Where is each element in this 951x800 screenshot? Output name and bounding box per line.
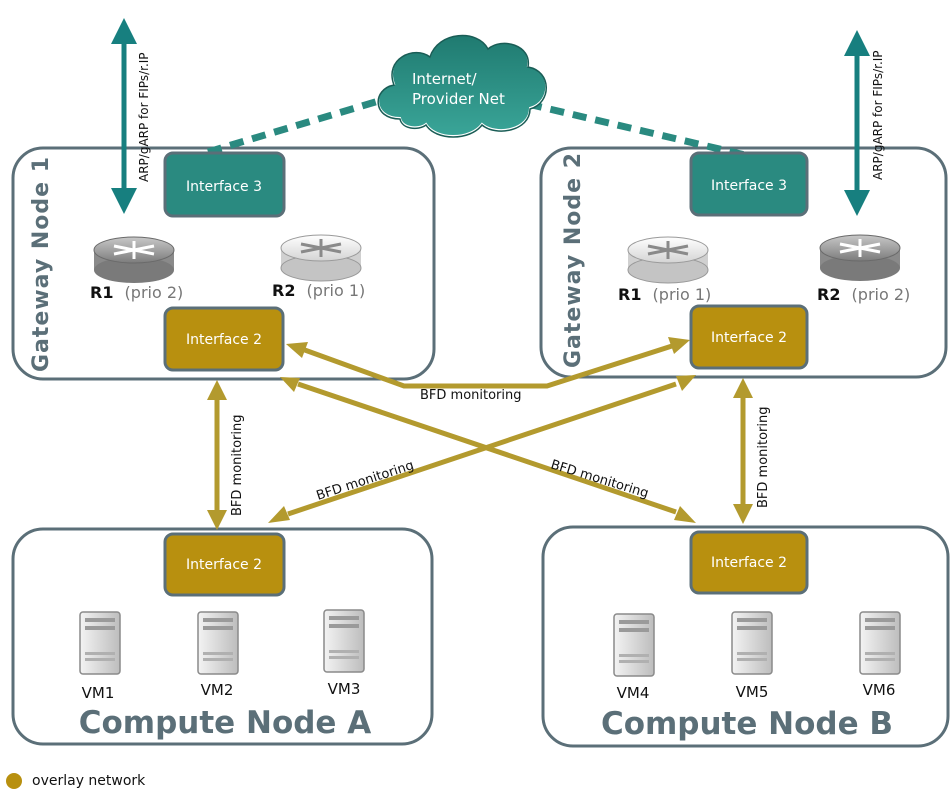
gw2-interface-3-label: Interface 3 [711,178,787,194]
server-icon [79,611,121,675]
overlay-network-swatch [6,773,22,789]
cloud-label-line1: Internet/ [412,70,478,88]
vm-label: VM3 [328,680,361,698]
gw1-r2-name: R2 [272,281,295,300]
arp-label-right: ARP/gARP for FIPs/r.IP [871,50,885,180]
gw2-r1-name: R1 [618,285,641,304]
gw2-interface-2-label: Interface 2 [711,330,787,346]
bfd-label-left-vertical: BFD monitoring [230,414,245,516]
vm-label: VM6 [863,681,896,699]
bfd-label-cross-right: BFD monitoring [549,457,650,501]
vm-label: VM2 [201,681,234,699]
gateway-node-1-title: Gateway Node 1 [29,156,54,372]
compute-a-interface-2-label: Interface 2 [186,557,262,573]
gw2-r1-prio: (prio 1) [653,285,712,304]
gw1-interface-2-label: Interface 2 [186,332,262,348]
legend-overlay-label: overlay network [32,773,146,789]
gw1-r1-label: R1 (prio 2) [90,283,183,302]
cloud-label-line2: Provider Net [412,90,505,108]
bfd-label-top: BFD monitoring [420,388,522,403]
gw2-r2-prio: (prio 2) [852,285,911,304]
gw2-r2-name: R2 [817,285,840,304]
arp-label-left: ARP/gARP for FIPs/r.IP [137,52,151,182]
server-icon [731,611,773,675]
vm-label: VM1 [82,684,115,702]
gw1-interface-3 [163,151,286,218]
router-icon [280,234,362,282]
gateway-node-2-title: Gateway Node 2 [561,152,586,368]
arp-arrow-left [111,18,137,214]
server-icon [323,609,365,673]
server-icon [859,611,901,675]
gateway-node-1-box [11,146,436,381]
compute-b-interface-2 [689,530,809,595]
router-icon [627,236,709,284]
gw1-r1-name: R1 [90,283,113,302]
gateway-node-2-box [539,146,948,379]
vm-label: VM5 [736,683,769,701]
bfd-arrowheads [207,337,753,530]
provider-link-gw1 [206,93,394,156]
vm-label: VM4 [617,684,650,702]
gw2-interface-3 [689,151,809,217]
gw2-r1-label: R1 (prio 1) [618,285,711,304]
router-icon [93,236,175,283]
cloud-icon [377,33,548,138]
gw1-r2-prio: (prio 1) [307,281,366,300]
legend: overlay network [6,773,145,789]
gw2-interface-2 [689,304,809,370]
compute-node-a-title: Compute Node A [79,705,372,741]
compute-b-interface-2-label: Interface 2 [711,555,787,571]
server-icon [197,611,239,675]
gw1-r2-label: R2 (prio 1) [272,281,365,300]
arp-arrow-right [844,30,870,216]
gw1-r1-prio: (prio 2) [125,283,184,302]
compute-node-b-title: Compute Node B [601,706,893,742]
bfd-arrows [214,343,746,517]
gw1-interface-3-label: Interface 3 [186,179,262,195]
bfd-label-right-vertical: BFD monitoring [756,406,771,508]
gw2-r2-label: R2 (prio 2) [817,285,910,304]
bfd-label-cross-left: BFD monitoring [315,458,416,504]
router-icon [819,234,901,281]
compute-a-interface-2 [163,532,286,597]
gw1-interface-2 [163,306,285,372]
provider-link-gw2 [527,100,746,159]
server-icon [613,613,655,677]
